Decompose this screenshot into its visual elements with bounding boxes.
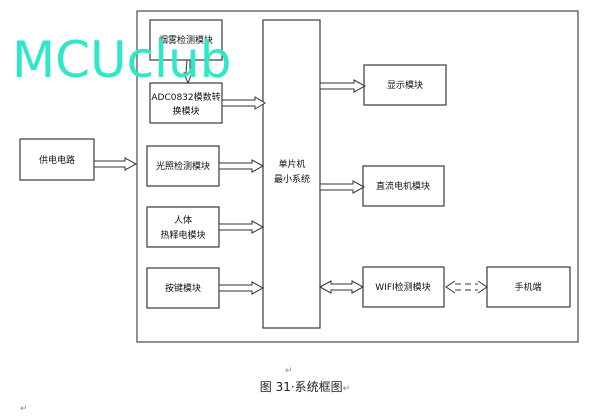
human-module-label-1: 人体: [174, 214, 192, 226]
phone-module: 手机端: [486, 266, 571, 308]
light-module-label: 光照检测模块: [156, 160, 210, 172]
arrow-mcu-to-dc-motor: [319, 180, 366, 194]
phone-module-label: 手机端: [514, 281, 541, 293]
arrow-mcu-wifi-bidirectional: [318, 280, 365, 294]
smoke-module-label: 烟雾检测模块: [159, 34, 213, 46]
adc-module: ADC0832模数转 换模块: [149, 82, 223, 124]
wifi-module-label: WIFI检测模块: [375, 281, 430, 293]
dc-motor-module-label: 直流电机模块: [376, 180, 430, 192]
display-module: 显示模块: [363, 64, 447, 106]
adc-module-label-2: 换模块: [172, 105, 199, 117]
arrow-adc-to-mcu: [221, 96, 266, 110]
figure-caption: 图 31·系统框图↵: [0, 378, 610, 395]
key-module: 按键模块: [146, 267, 220, 309]
mcu-module: 单片机 最小系统: [262, 19, 321, 329]
arrow-mcu-to-display: [319, 79, 367, 93]
mcu-module-label-2: 最小系统: [274, 173, 310, 185]
dc-motor-module: 直流电机模块: [362, 165, 445, 207]
caption-paragraph-mark: ↵: [342, 384, 351, 394]
power-module: 供电电路: [19, 138, 95, 181]
system-frame: [136, 10, 579, 343]
power-module-label: 供电电路: [39, 154, 75, 166]
figure-caption-text: 图 31·系统框图: [259, 380, 343, 394]
arrow-light-to-mcu: [218, 159, 265, 173]
arrow-wifi-phone-wireless: [445, 280, 488, 294]
light-module: 光照检测模块: [146, 145, 220, 187]
arrow-human-to-mcu: [218, 220, 265, 234]
mcu-module-label-1: 单片机: [278, 158, 305, 170]
adc-module-label-1: ADC0832模数转: [151, 91, 220, 103]
arrow-smoke-to-adc: [183, 59, 193, 85]
paragraph-mark-bottom: ↵: [20, 404, 28, 414]
human-module-label-2: 热释电模块: [160, 229, 205, 241]
human-pir-module: 人体 热释电模块: [146, 206, 220, 248]
smoke-module: 烟雾检测模块: [149, 19, 223, 61]
key-module-label: 按键模块: [165, 282, 201, 294]
mcuclub-watermark: MCUclub: [12, 31, 231, 89]
display-module-label: 显示模块: [387, 79, 423, 91]
paragraph-mark: ↵: [285, 366, 293, 376]
arrow-keys-to-mcu: [218, 281, 265, 295]
arrow-power-to-system: [93, 157, 138, 171]
wifi-module: WIFI检测模块: [362, 266, 445, 308]
